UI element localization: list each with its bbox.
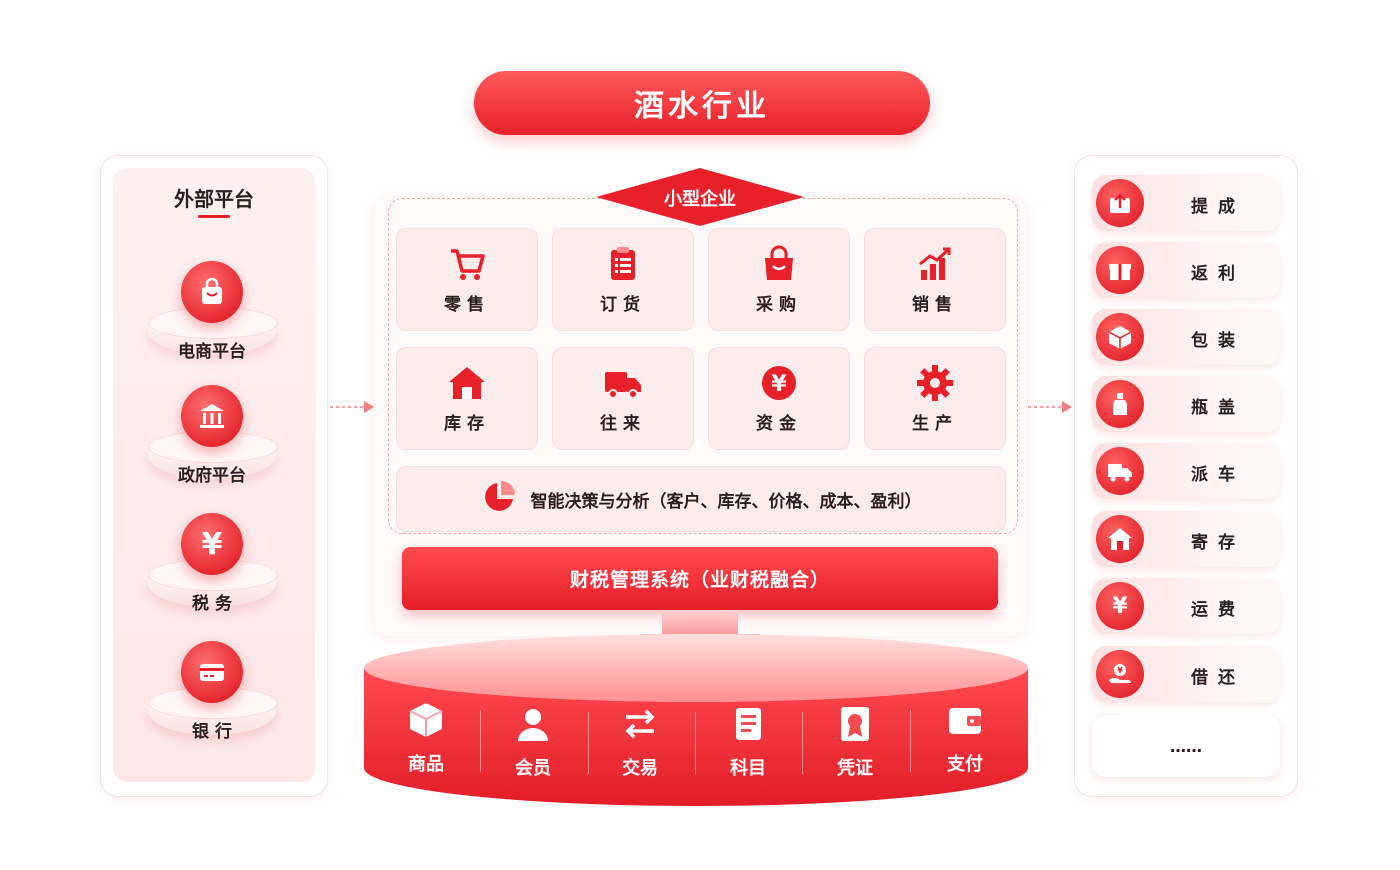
module-label: 资金 bbox=[756, 414, 802, 434]
yen-coin-icon: ¥ bbox=[759, 363, 799, 403]
base-item-label: 会员 bbox=[515, 758, 551, 779]
platform-tax: ¥ 税 务 bbox=[148, 513, 278, 623]
delivery-truck-icon bbox=[1096, 447, 1144, 495]
base-item-label: 交易 bbox=[622, 758, 658, 779]
module-label: 订货 bbox=[600, 295, 646, 315]
external-platforms-content: 外部平台 电商平台 政府平台 ¥ 税 务 银 行 bbox=[100, 155, 328, 797]
base-separator bbox=[802, 712, 803, 774]
base-item-members: 会员 bbox=[488, 704, 578, 780]
exchange-arrows-icon bbox=[620, 704, 660, 744]
module-label: 往来 bbox=[600, 414, 646, 434]
feature-bottle-caps: 瓶盖 bbox=[1092, 376, 1280, 432]
base-item-accounts: 科目 bbox=[703, 704, 793, 780]
flow-arrow-right-icon bbox=[1028, 401, 1072, 413]
platform-bank: 银 行 bbox=[148, 641, 278, 751]
ledger-icon bbox=[728, 704, 768, 744]
shopping-cart-icon bbox=[447, 244, 487, 284]
feature-label: 提成 bbox=[1191, 197, 1245, 217]
feature-label: 瓶盖 bbox=[1191, 398, 1245, 418]
yen-icon: ¥ bbox=[181, 513, 243, 575]
base-separator bbox=[588, 712, 589, 774]
platform-ecommerce: 电商平台 bbox=[148, 261, 278, 371]
feature-borrow-return: ¥ 借还 bbox=[1092, 646, 1280, 702]
feature-label: 运费 bbox=[1191, 600, 1245, 620]
platform-government: 政府平台 bbox=[148, 385, 278, 495]
small-enterprise-badge: 小型企业 bbox=[596, 168, 804, 226]
feature-rebate: 返利 bbox=[1092, 242, 1280, 298]
module-ordering: 订货 bbox=[552, 228, 694, 331]
base-separator bbox=[695, 712, 696, 774]
delivery-truck-icon bbox=[603, 363, 643, 403]
base-item-payment: 支付 bbox=[920, 700, 1010, 776]
hand-coin-icon: ¥ bbox=[1096, 650, 1144, 698]
gear-icon bbox=[915, 363, 955, 403]
platform-label: 银 行 bbox=[192, 722, 232, 742]
feature-label: 返利 bbox=[1191, 264, 1245, 284]
feature-label: 派车 bbox=[1191, 465, 1245, 485]
base-item-label: 支付 bbox=[947, 754, 983, 775]
shopping-bag-icon bbox=[181, 261, 243, 323]
platform-label: 政府平台 bbox=[178, 466, 246, 486]
upload-box-icon bbox=[1096, 179, 1144, 227]
module-label: 销售 bbox=[912, 295, 958, 315]
feature-label: 寄存 bbox=[1191, 533, 1245, 553]
module-retail: 零售 bbox=[396, 228, 538, 331]
smart-analysis-row: 智能决策与分析（客户、库存、价格、成本、盈利） bbox=[396, 466, 1006, 532]
shopping-bag-icon bbox=[759, 244, 799, 284]
bar-chart-growth-icon bbox=[915, 244, 955, 284]
box-icon bbox=[406, 700, 446, 740]
bank-card-icon bbox=[181, 641, 243, 703]
data-foundation-platform bbox=[360, 610, 1032, 806]
feature-dispatch: 派车 bbox=[1092, 443, 1280, 499]
clipboard-icon bbox=[603, 244, 643, 284]
warehouse-icon bbox=[447, 363, 487, 403]
package-icon bbox=[1096, 313, 1144, 361]
flow-arrow-left-icon bbox=[330, 401, 374, 413]
page-title: 酒水行业 bbox=[474, 71, 930, 135]
svg-text:¥: ¥ bbox=[1117, 666, 1123, 675]
module-funds: ¥ 资金 bbox=[708, 347, 850, 450]
bottle-icon bbox=[1096, 380, 1144, 428]
platform-label: 电商平台 bbox=[178, 342, 246, 362]
base-separator bbox=[480, 710, 481, 772]
certificate-icon bbox=[835, 704, 875, 744]
feature-more: …… bbox=[1092, 715, 1280, 777]
module-sales: 销售 bbox=[864, 228, 1006, 331]
feature-label: 借还 bbox=[1191, 668, 1245, 688]
base-item-label: 科目 bbox=[730, 758, 766, 779]
base-item-label: 商品 bbox=[408, 754, 444, 775]
base-item-trading: 交易 bbox=[595, 704, 685, 780]
feature-commission: 提成 bbox=[1092, 175, 1280, 231]
module-label: 零售 bbox=[444, 295, 490, 315]
svg-text:¥: ¥ bbox=[771, 372, 787, 397]
feature-packaging: 包装 bbox=[1092, 309, 1280, 365]
module-purchasing: 采购 bbox=[708, 228, 850, 331]
title-underline bbox=[198, 215, 230, 218]
external-platforms-title: 外部平台 bbox=[174, 187, 254, 211]
government-building-icon bbox=[181, 385, 243, 447]
yen-icon: ¥ bbox=[1096, 582, 1144, 630]
base-separator bbox=[910, 710, 911, 772]
module-label: 采购 bbox=[756, 295, 802, 315]
module-label: 生产 bbox=[912, 414, 958, 434]
base-item-vouchers: 凭证 bbox=[810, 704, 900, 780]
pie-chart-icon bbox=[481, 479, 517, 519]
base-item-goods: 商品 bbox=[381, 700, 471, 776]
badge-label: 小型企业 bbox=[664, 189, 736, 210]
user-icon bbox=[513, 704, 553, 744]
analysis-label: 智能决策与分析（客户、库存、价格、成本、盈利） bbox=[530, 491, 922, 512]
module-transactions: 往来 bbox=[552, 347, 694, 450]
module-inventory: 库存 bbox=[396, 347, 538, 450]
feature-storage: 寄存 bbox=[1092, 511, 1280, 567]
house-icon bbox=[1096, 515, 1144, 563]
module-label: 库存 bbox=[444, 414, 490, 434]
module-production: 生产 bbox=[864, 347, 1006, 450]
finance-tax-system-bar: 财税管理系统（业财税融合） bbox=[402, 547, 998, 610]
feature-freight: ¥ 运费 bbox=[1092, 578, 1280, 634]
gift-icon bbox=[1096, 246, 1144, 294]
base-item-label: 凭证 bbox=[837, 758, 873, 779]
wallet-icon bbox=[945, 700, 985, 740]
feature-label: 包装 bbox=[1191, 331, 1245, 351]
platform-label: 税 务 bbox=[192, 594, 232, 614]
